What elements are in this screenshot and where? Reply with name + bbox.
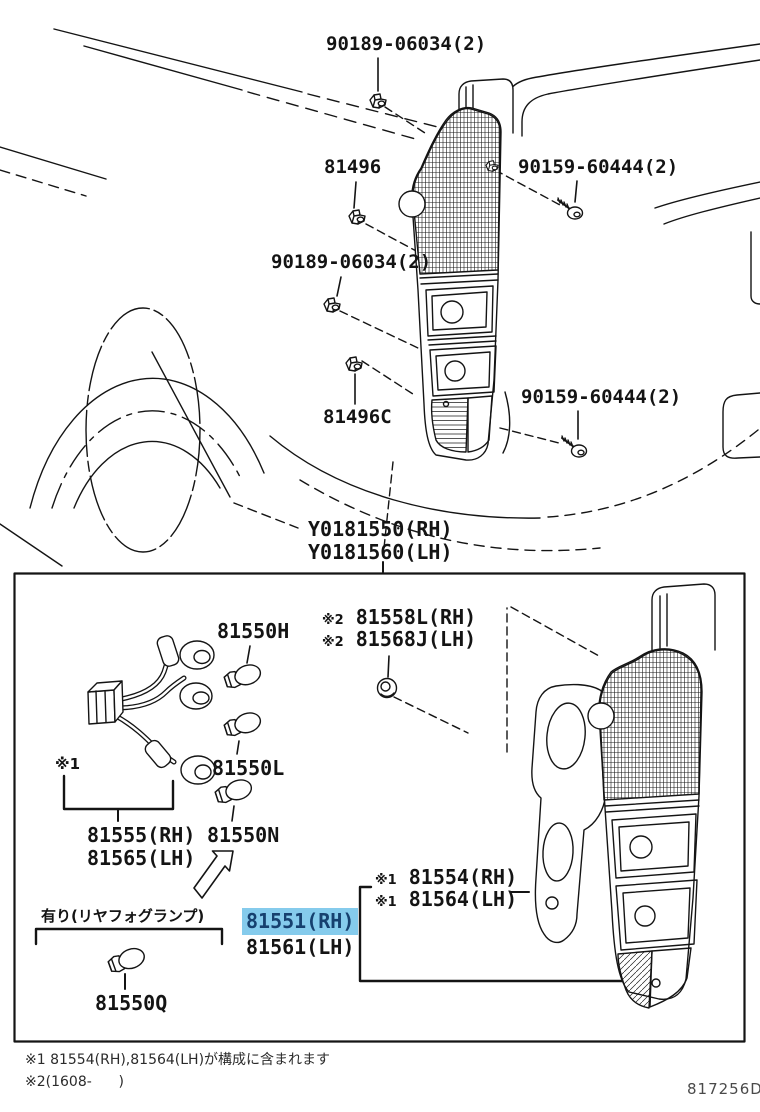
clip-icon: [345, 356, 363, 372]
arrow-pointer: [193, 850, 234, 899]
vehicle-body-lines: [0, 28, 478, 567]
wheel-arch: [29, 307, 299, 553]
reference-mark-2: ※2: [322, 613, 344, 628]
part-label-81496c[interactable]: 81496C: [323, 406, 392, 428]
part-label-81561-lh[interactable]: 81561(LH): [246, 935, 355, 959]
part-label-81551-rh[interactable]: 81551(RH): [242, 908, 359, 935]
clip-icon: [348, 209, 366, 225]
part-label-81550l[interactable]: 81550L: [212, 756, 285, 780]
part-label-90189-06034-middle[interactable]: 90189-06034(2): [271, 251, 432, 273]
part-label-81555-rh[interactable]: 81555(RH): [87, 823, 196, 847]
parts-box: [13, 572, 746, 1043]
part-label-90159-60444-upper[interactable]: 90159-60444(2): [518, 156, 679, 178]
reference-mark-2: ※2: [322, 635, 344, 650]
clip-icon: [369, 93, 387, 109]
harness-drawing: [87, 635, 216, 785]
part-label-81550n[interactable]: 81550N: [207, 823, 280, 847]
part-label-y0181560-lh[interactable]: Y0181560(LH): [308, 540, 453, 564]
reference-mark-1: ※1: [375, 873, 397, 888]
part-label-90159-60444-lower[interactable]: 90159-60444(2): [521, 386, 682, 408]
highlighted-part-number[interactable]: 81551(RH): [242, 908, 359, 935]
bulb-icon-81550n: [213, 776, 255, 807]
part-label-81558l-rh[interactable]: ※2 81558L(RH): [322, 605, 477, 629]
backing-plate-box: [651, 583, 716, 651]
footnote-1: ※1 81554(RH),81564(LH)が構成に含まれます: [25, 1052, 331, 1068]
part-label-y0181550-rh[interactable]: Y0181550(RH): [308, 517, 453, 541]
grommet-icon: [376, 677, 398, 699]
tail-lamp-top-drawing: [398, 106, 502, 461]
bulb-icon-81550l: [222, 709, 264, 740]
footnote-2: ※2(1608- ): [25, 1074, 124, 1090]
part-label-81568j-lh[interactable]: ※2 81568J(LH): [322, 627, 477, 651]
bulb-icon-81550h: [222, 661, 264, 692]
bulb-icon-81550q: [106, 944, 148, 977]
reference-mark-1: ※1: [55, 755, 81, 773]
reference-mark-1: ※1: [375, 895, 397, 910]
tail-lamp-box-drawing: [587, 648, 703, 1009]
part-label-81554-rh[interactable]: ※1 81554(RH): [375, 865, 518, 889]
bumper-lines: [269, 391, 760, 552]
figure-code: 817256D: [687, 1080, 760, 1098]
screw-icon: [561, 435, 588, 458]
screw-icon: [557, 197, 584, 220]
fog-lamp-note: 有り(リヤフォグランプ): [41, 907, 205, 925]
part-label-81496[interactable]: 81496: [324, 156, 382, 178]
part-label-81550q[interactable]: 81550Q: [95, 991, 168, 1015]
part-label-81564-lh[interactable]: ※1 81564(LH): [375, 887, 518, 911]
part-label-81550h[interactable]: 81550H: [217, 619, 290, 643]
part-label-81565-lh[interactable]: 81565(LH): [87, 846, 196, 870]
part-label-90189-06034-upper[interactable]: 90189-06034(2): [326, 33, 487, 55]
leader-lines-top: [336, 57, 579, 573]
clip-icon: [323, 297, 341, 313]
